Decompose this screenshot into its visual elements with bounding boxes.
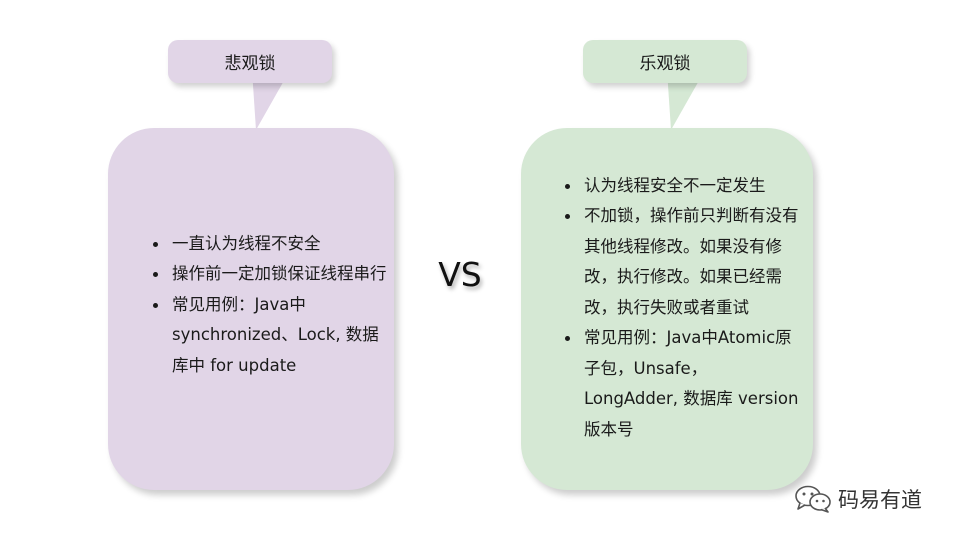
optimistic-lock-title: 乐观锁 [583, 40, 747, 83]
pessimistic-lock-title-text: 悲观锁 [224, 54, 276, 74]
watermark: 码易有道 [794, 484, 922, 514]
callout-tail-optimistic [667, 70, 705, 130]
vs-label: VS [438, 255, 482, 294]
wechat-icon [794, 484, 832, 514]
optimistic-item-no-lock-check: 不加锁，操作前只判断有没有其他线程修改。如果没有修改，执行修改。如果已经需改，执… [565, 201, 801, 323]
pessimistic-item-examples: 常见用例：Java中 synchronized、Lock, 数据库中 for u… [153, 290, 388, 382]
pessimistic-lock-list: 一直认为线程不安全 操作前一定加锁保证线程串行 常见用例：Java中 synch… [153, 229, 388, 382]
callout-tail-pessimistic [252, 70, 290, 130]
optimistic-lock-list: 认为线程安全不一定发生 不加锁，操作前只判断有没有其他线程修改。如果没有修改，执… [565, 171, 801, 446]
pessimistic-lock-card: 一直认为线程不安全 操作前一定加锁保证线程串行 常见用例：Java中 synch… [108, 128, 394, 490]
optimistic-lock-card: 认为线程安全不一定发生 不加锁，操作前只判断有没有其他线程修改。如果没有修改，执… [521, 128, 813, 490]
optimistic-item-assume-safe: 认为线程安全不一定发生 [565, 171, 801, 202]
pessimistic-item-always-unsafe: 一直认为线程不安全 [153, 229, 388, 260]
pessimistic-lock-title: 悲观锁 [168, 40, 332, 83]
optimistic-item-examples: 常见用例：Java中Atomic原子包，Unsafe，LongAdder, 数据… [565, 323, 801, 445]
watermark-text: 码易有道 [838, 488, 922, 512]
pessimistic-item-lock-before-op: 操作前一定加锁保证线程串行 [153, 259, 388, 290]
optimistic-lock-title-text: 乐观锁 [639, 54, 691, 74]
